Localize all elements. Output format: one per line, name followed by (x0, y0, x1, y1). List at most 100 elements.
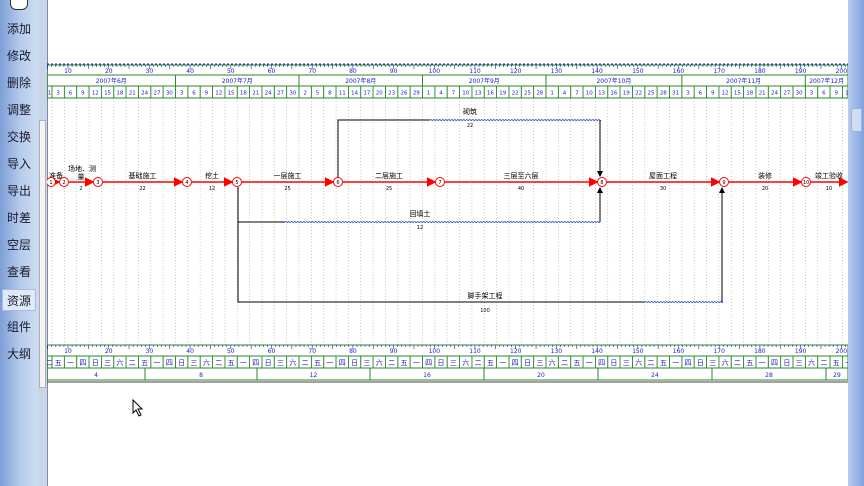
sidebar-item-0[interactable]: 添加 (6, 22, 31, 36)
month-label: 2007年9月 (469, 77, 500, 85)
day-tick-label: 100 (429, 348, 441, 355)
node-circle (59, 177, 69, 187)
sidebar-item-4[interactable]: 交换 (6, 130, 31, 144)
weekday-label: 二 (388, 359, 395, 367)
hand-tool-icon[interactable] (10, 0, 28, 10)
sidebar-item-10[interactable]: 资源 (2, 289, 36, 311)
day-label: 27 (783, 91, 790, 97)
sidebar-item-12[interactable]: 大纲 (6, 347, 31, 361)
weekday-label: 六 (289, 358, 296, 367)
task-duration: 22 (139, 186, 145, 192)
sidebar-item-6[interactable]: 导出 (6, 184, 31, 198)
day-label: 31 (672, 91, 679, 97)
weekday-label: 二 (820, 359, 827, 367)
day-tick-label: 190 (795, 348, 807, 355)
day-label: 1 (48, 91, 52, 97)
float-wave (429, 119, 602, 121)
day-label: 9 (205, 91, 209, 97)
weekday-label: 三 (450, 359, 457, 367)
vertical-scrollbar-left[interactable] (39, 120, 46, 388)
day-tick-label: 200 (836, 68, 848, 75)
weekday-label: 四 (252, 359, 259, 367)
day-label: 7 (452, 91, 456, 97)
weekday-label: 五 (660, 359, 667, 367)
weekday-cell (842, 355, 848, 369)
day-tick-label: 80 (349, 348, 357, 355)
task-name: 基础施工 (129, 171, 157, 180)
node-label: 3 (96, 180, 99, 186)
float-wave (644, 301, 724, 303)
day-tick-label: 100 (429, 68, 441, 75)
sidebar-item-3[interactable]: 调整 (6, 103, 31, 117)
weekday-label: 一 (413, 359, 420, 367)
day-label: 2 (303, 91, 307, 97)
day-label: 24 (771, 91, 778, 97)
sidebar-item-8[interactable]: 空层 (6, 238, 31, 252)
node-circle (801, 177, 811, 187)
day-tick-label: 30 (146, 68, 154, 75)
day-label: 18 (116, 91, 123, 97)
task-duration: 25 (284, 186, 290, 192)
sidebar-item-9[interactable]: 查看 (6, 265, 31, 279)
weekday-label: 五 (573, 359, 580, 367)
weekday-label: 日 (265, 359, 272, 367)
day-label: 23 (388, 91, 395, 97)
day-tick-label: 180 (754, 68, 766, 75)
day-tick-label: 150 (632, 68, 644, 75)
weekday-label: 日 (524, 359, 531, 367)
day-tick-label: 130 (551, 348, 563, 355)
day-label: 21 (129, 91, 136, 97)
week-label: 24 (651, 372, 659, 379)
day-tick-label: 90 (390, 348, 398, 355)
sidebar-item-11[interactable]: 组件 (6, 320, 31, 334)
weekday-label: 三 (363, 359, 370, 367)
day-tick-label: 20 (105, 68, 113, 75)
day-label: 22 (512, 91, 519, 97)
task-name: 量 (78, 173, 85, 181)
weekday-label: 四 (771, 359, 778, 367)
node-label: 4 (185, 180, 188, 186)
weekday-label: 二 (475, 359, 482, 367)
day-label: 29 (413, 91, 420, 97)
sidebar-item-1[interactable]: 修改 (6, 49, 31, 63)
weekday-label: 三 (709, 359, 716, 367)
day-tick-label: 70 (308, 68, 316, 75)
day-tick-label: 140 (591, 348, 603, 355)
task-duration: 10 (826, 186, 832, 192)
weekday-label: 日 (697, 359, 704, 367)
weekday-label: 一 (672, 359, 679, 367)
day-label: 6 (822, 91, 826, 97)
task-duration: 30 (660, 186, 666, 192)
weekday-label: 日 (92, 359, 99, 367)
weekday-label: 三 (796, 359, 803, 367)
day-label: 24 (265, 91, 272, 97)
weekday-label: 六 (635, 358, 642, 367)
week-label: 16 (423, 372, 431, 379)
vertical-scrollbar[interactable] (848, 0, 864, 486)
weekday-label: 五 (833, 359, 840, 367)
weekday-label: 一 (153, 359, 160, 367)
branch-line (337, 119, 430, 177)
weekday-label: 二 (734, 359, 741, 367)
sidebar: 添加修改删除调整交换导入导出时差空层查看资源组件大纲 (0, 0, 39, 486)
day-label: 10 (586, 91, 593, 97)
sidebar-item-7[interactable]: 时差 (6, 211, 31, 225)
day-label: 30 (796, 91, 803, 97)
weekday-label: 六 (808, 358, 815, 367)
scrollbar-thumb[interactable] (851, 108, 862, 132)
day-tick-label: 60 (268, 348, 276, 355)
day-label: 1 (427, 91, 431, 97)
day-label: 12 (215, 91, 222, 97)
day-label: 4 (563, 91, 567, 97)
sidebar-item-2[interactable]: 删除 (6, 76, 31, 90)
weekday-label: 日 (178, 359, 185, 367)
day-label: 18 (746, 91, 753, 97)
node-label: 1 (49, 180, 52, 186)
branch-line (237, 222, 645, 303)
node-label: 8 (600, 180, 603, 186)
sidebar-item-5[interactable]: 导入 (6, 157, 31, 171)
day-tick-label: 170 (713, 348, 725, 355)
day-label: 19 (499, 91, 506, 97)
day-label: 13 (598, 91, 605, 97)
day-tick-label: 160 (673, 68, 685, 75)
